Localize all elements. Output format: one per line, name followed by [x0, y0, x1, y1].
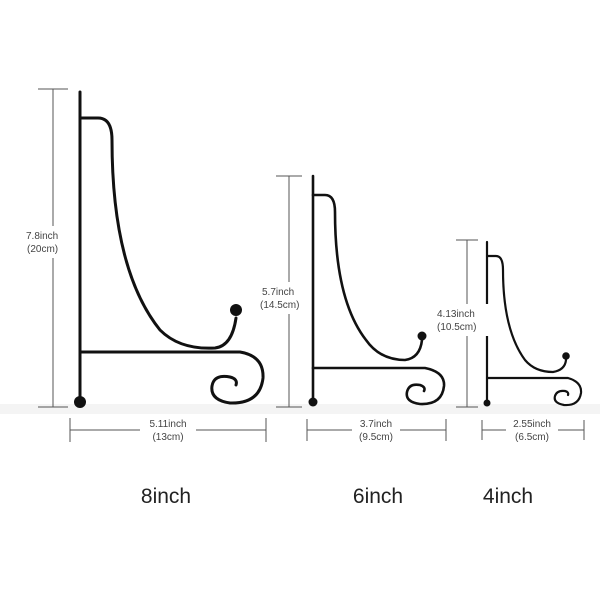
height-inch-label: 7.8inch	[26, 231, 58, 242]
width-cm-label: (9.5cm)	[359, 432, 393, 443]
ball-finial	[417, 331, 427, 341]
label-bg	[352, 421, 400, 439]
back-support	[311, 193, 424, 362]
foot-ball	[74, 396, 86, 408]
ball-finial	[230, 304, 242, 316]
floor-shadow	[0, 404, 600, 414]
ball-finial	[562, 352, 570, 360]
stand-8inch	[74, 90, 265, 408]
base-scroll	[485, 376, 583, 407]
label-bg	[256, 282, 310, 314]
back-support	[485, 254, 568, 374]
label-bg	[434, 304, 492, 336]
height-cm-label: (14.5cm)	[260, 300, 299, 311]
base-scroll	[78, 350, 265, 405]
width-cm-label: (13cm)	[152, 432, 183, 443]
width-inch-label: 2.55inch	[513, 419, 551, 430]
width-inch-label: 5.11inch	[149, 419, 186, 430]
height-inch-label: 5.7inch	[262, 287, 294, 298]
width-inch-label: 3.7inch	[360, 419, 392, 430]
height-cm-label: (10.5cm)	[437, 322, 476, 333]
height-inch-label: 4.13inch	[437, 309, 475, 320]
foot-ball	[483, 399, 491, 407]
height-cm-label: (20cm)	[27, 244, 58, 255]
label-bg	[506, 421, 558, 439]
width-cm-label: (6.5cm)	[515, 432, 549, 443]
foot-ball	[308, 397, 318, 407]
label-bg	[140, 421, 196, 439]
label-bg	[24, 226, 74, 258]
size-label-4inch: 4inch	[482, 485, 534, 508]
base-scroll	[311, 366, 446, 406]
size-label-6inch: 6inch	[352, 485, 404, 508]
stand-6inch	[308, 174, 446, 407]
back-support	[78, 116, 238, 350]
stand-4inch	[483, 240, 583, 407]
size-label-8inch: 8inch	[140, 485, 192, 508]
